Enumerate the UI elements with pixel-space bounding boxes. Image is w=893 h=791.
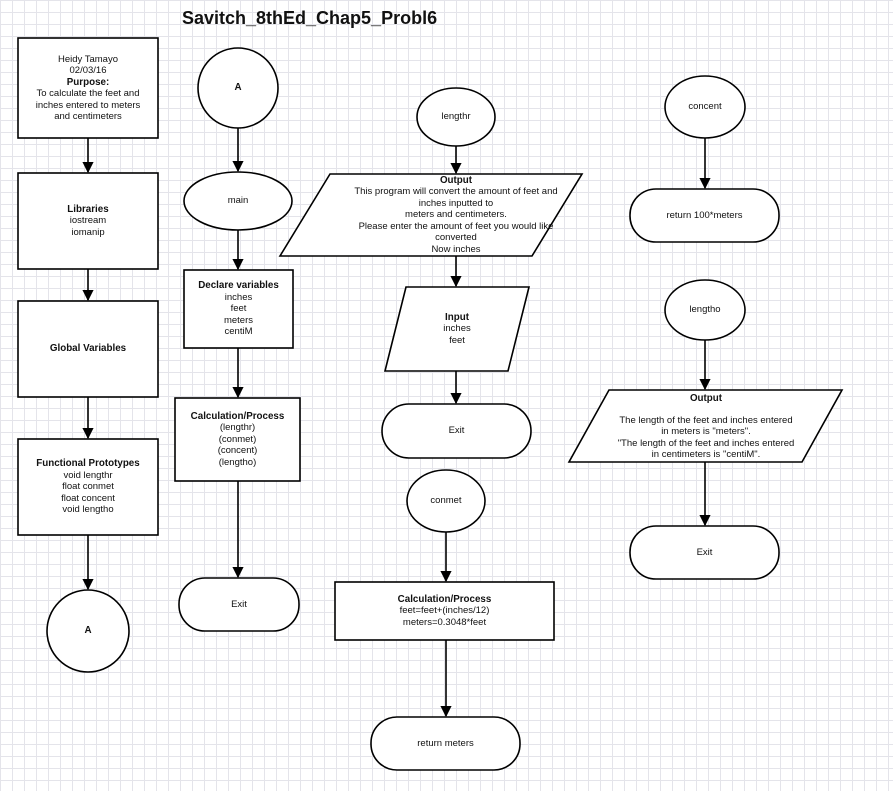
connector-a-bottom: A [47, 590, 129, 672]
output-line: This program will convert the amount of … [354, 186, 558, 198]
conmet-terminal: conmet [407, 470, 485, 532]
return-meters: return meters [371, 717, 520, 770]
calc-heading: Calculation/Process [397, 593, 492, 605]
calc-item: (lengtho) [218, 456, 257, 468]
purpose-line: To calculate the feet and [36, 88, 140, 99]
declare-heading: Declare variables [198, 280, 279, 292]
calc-item: feet=feet+(inches/12) [399, 605, 490, 617]
prototype-item: float concent [61, 492, 115, 504]
output-line: meters and centimeters. [405, 209, 507, 221]
output-line: Please enter the amount of feet you woul… [358, 220, 554, 232]
variable-item: inches [224, 291, 253, 303]
library-item: iomanip [71, 226, 105, 238]
calc-item: (lengthr) [219, 422, 256, 434]
header-box-shape [17, 37, 159, 139]
output-heading: Output [689, 393, 723, 404]
output-line: inches inputted to [418, 197, 494, 209]
output-col3-shape [278, 173, 584, 257]
purpose-line: and centimeters [54, 111, 122, 122]
variable-item: centiM [224, 326, 253, 338]
diagram-title: Savitch_8thEd_Chap5_Probl6 [182, 8, 438, 28]
calc-heading: Calculation/Process [190, 410, 285, 422]
variable-item: meters [223, 314, 254, 326]
return-label: return 100*meters [666, 209, 743, 221]
exit-col2: Exit [179, 578, 299, 631]
author-name: Heidy Tamayo [57, 53, 119, 65]
date-text: 02/03/16 [69, 65, 107, 76]
lengtho-terminal: lengtho [665, 280, 745, 340]
input-shape [383, 286, 531, 372]
output-col4: Output The length of the feet and inches… [590, 390, 822, 462]
return-label: return meters [417, 737, 474, 749]
connector-a-top: A [198, 48, 278, 128]
connector-label: A [234, 82, 242, 94]
calc-item: (conmet) [218, 433, 257, 445]
exit-col3: Exit [382, 404, 531, 458]
output-heading: Output [439, 174, 473, 186]
main-label: main [227, 195, 249, 207]
calc-item: (concent) [217, 445, 258, 457]
prototype-item: void lengthr [63, 469, 113, 481]
concent-label: concent [688, 101, 722, 113]
output-col3: Output This program will convert the amo… [330, 174, 582, 256]
output-line: "The length of the feet and inches enter… [617, 437, 795, 449]
input-heading: Input [445, 311, 469, 323]
variable-item: feet [230, 303, 247, 315]
exit-label: Exit [696, 546, 713, 558]
output-col4-shape [567, 389, 844, 463]
lengthr-label: lengthr [441, 111, 471, 123]
calc-item: meters=0.3048*feet [402, 616, 487, 628]
lengthr-terminal: lengthr [417, 88, 495, 146]
header-box: Heidy Tamayo 02/03/16 Purpose: To calcul… [18, 38, 158, 138]
prototypes-box: Functional Prototypes void lengthr float… [18, 439, 158, 535]
globals-box: Global Variables [18, 301, 158, 397]
prototype-item: float conmet [62, 481, 114, 493]
prototypes-heading: Functional Prototypes [36, 458, 140, 470]
purpose-label: Purpose: [66, 76, 110, 88]
prototypes-box-shape [17, 438, 159, 536]
output-line: converted [435, 232, 477, 244]
lengtho-label: lengtho [689, 304, 721, 316]
input-item: feet [449, 334, 465, 346]
connector-label: A [84, 625, 92, 637]
conmet-label: conmet [430, 495, 462, 507]
output-line: The length of the feet and inches entere… [619, 414, 793, 426]
libraries-box: Libraries iostream iomanip [18, 173, 158, 269]
exit-label: Exit [231, 598, 247, 610]
library-item: iostream [69, 215, 107, 227]
exit-label: Exit [448, 425, 465, 437]
prototype-item: void lengtho [62, 504, 114, 516]
output-line: Now inches [431, 243, 481, 255]
main-terminal: main [184, 172, 292, 230]
concent-terminal: concent [665, 76, 745, 138]
output-line: in centimeters is "centiM". [651, 449, 761, 460]
input-box: Input inches feet [406, 287, 508, 371]
calc-box-col2-shape [174, 397, 301, 482]
input-item: inches [443, 323, 471, 335]
concent-return: return 100*meters [630, 189, 779, 242]
libraries-heading: Libraries [67, 203, 109, 215]
declare-box: Declare variables inches feet meters cen… [184, 270, 293, 348]
globals-heading: Global Variables [49, 343, 127, 355]
purpose-line: inches entered to meters [35, 99, 141, 111]
calc-box-col3: Calculation/Process feet=feet+(inches/12… [335, 582, 554, 640]
output-line: in meters is "meters". [661, 426, 751, 437]
calc-box-col2: Calculation/Process (lengthr) (conmet) (… [175, 398, 300, 481]
exit-col4: Exit [630, 526, 779, 579]
libraries-box-shape [17, 172, 159, 270]
